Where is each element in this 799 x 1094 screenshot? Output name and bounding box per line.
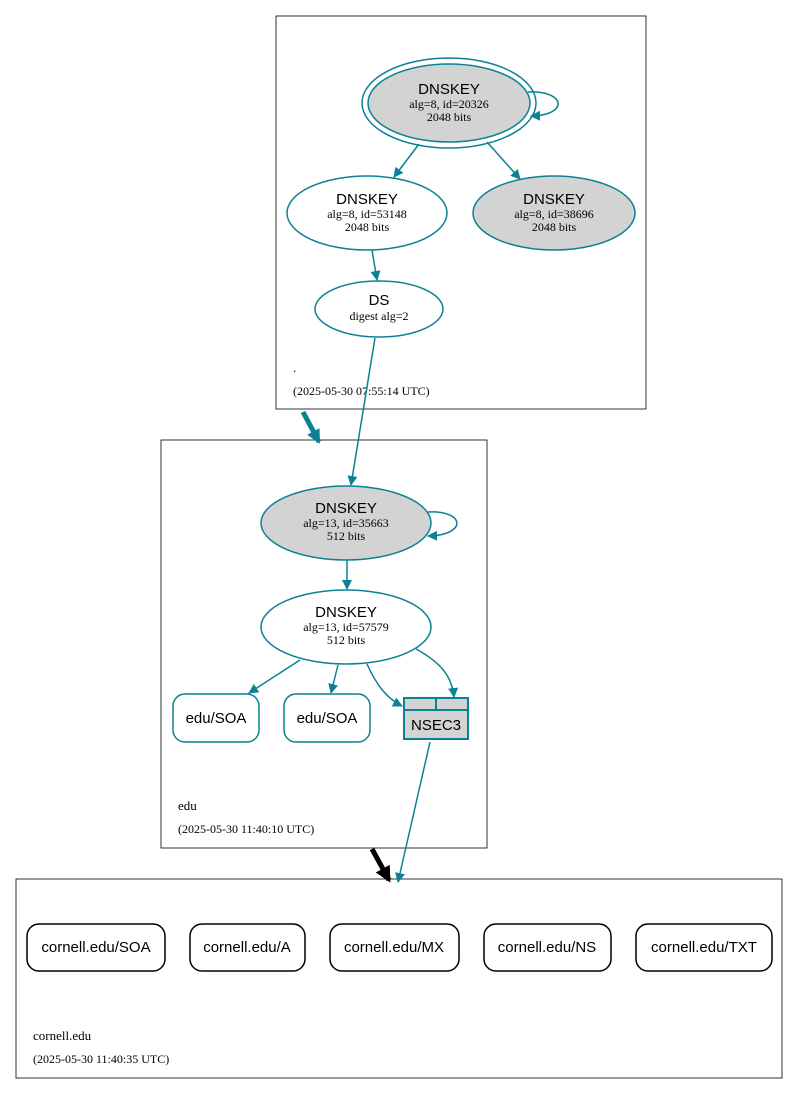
edge-root-ksk-zsk1 <box>393 143 420 178</box>
node-cornell-mx: cornell.edu/MX <box>329 923 460 972</box>
edge-edu-zsk-soa2 <box>328 664 339 694</box>
node-edu-nsec3-label: NSEC3 <box>411 717 461 734</box>
zone-edu: edu (2025-05-30 11:40:10 UTC) <box>160 439 488 849</box>
edge-ds-edu-ksk <box>347 337 376 486</box>
node-root-ds-title: DS <box>369 292 390 309</box>
node-edu-zsk: DNSKEY alg=13, id=57579 512 bits <box>260 589 432 665</box>
delegation-arrow-edu-cornell <box>369 847 392 883</box>
node-edu-ksk-line1: alg=13, id=35663 <box>303 516 389 530</box>
node-cornell-soa: cornell.edu/SOA <box>26 923 166 972</box>
node-root-ds: DS digest alg=2 <box>314 280 444 338</box>
zone-root-name: . <box>293 360 296 375</box>
node-cornell-a-label: cornell.edu/A <box>203 939 291 956</box>
node-root-ksk-line2: 2048 bits <box>427 110 472 124</box>
node-root-ksk: DNSKEY alg=8, id=20326 2048 bits <box>361 57 537 149</box>
node-edu-soa-1: edu/SOA <box>172 693 260 743</box>
node-cornell-ns: cornell.edu/NS <box>483 923 612 972</box>
node-cornell-soa-label: cornell.edu/SOA <box>41 939 150 956</box>
node-edu-soa-2: edu/SOA <box>283 693 371 743</box>
delegation-arrow-root-edu <box>300 410 322 444</box>
node-edu-ksk-title: DNSKEY <box>315 500 377 517</box>
node-root-zsk2: DNSKEY alg=8, id=38696 2048 bits <box>472 175 636 251</box>
node-edu-ksk-line2: 512 bits <box>327 529 366 543</box>
edge-root-ksk-self <box>527 91 559 121</box>
zone-root-timestamp: (2025-05-30 07:55:14 UTC) <box>293 384 430 398</box>
node-edu-zsk-line2: 512 bits <box>327 633 366 647</box>
node-root-zsk2-title: DNSKEY <box>523 191 585 208</box>
zone-edu-timestamp: (2025-05-30 11:40:10 UTC) <box>178 822 314 836</box>
node-root-ds-line1: digest alg=2 <box>349 309 408 323</box>
node-root-zsk2-line2: 2048 bits <box>532 220 577 234</box>
edge-root-zsk1-ds <box>370 249 381 281</box>
node-root-zsk1-title: DNSKEY <box>336 191 398 208</box>
node-cornell-txt: cornell.edu/TXT <box>635 923 773 972</box>
zone-root: . (2025-05-30 07:55:14 UTC) <box>275 15 647 410</box>
zone-cornell-name: cornell.edu <box>33 1028 92 1043</box>
node-edu-zsk-title: DNSKEY <box>315 604 377 621</box>
edge-nsec3-cornell <box>395 741 431 883</box>
edge-root-ksk-zsk2 <box>486 141 521 180</box>
edge-edu-zsk-nsec3-b <box>415 648 459 698</box>
node-root-zsk1-line2: 2048 bits <box>345 220 390 234</box>
node-root-ksk-title: DNSKEY <box>418 81 480 98</box>
node-root-zsk2-line1: alg=8, id=38696 <box>514 207 594 221</box>
node-edu-soa-1-label: edu/SOA <box>186 710 247 727</box>
node-edu-ksk: DNSKEY alg=13, id=35663 512 bits <box>260 485 432 561</box>
node-root-zsk1-line1: alg=8, id=53148 <box>327 207 407 221</box>
zone-cornell-timestamp: (2025-05-30 11:40:35 UTC) <box>33 1052 169 1066</box>
edge-edu-ksk-self <box>427 511 458 541</box>
node-root-zsk1: DNSKEY alg=8, id=53148 2048 bits <box>286 175 448 251</box>
zone-cornell: cornell.edu (2025-05-30 11:40:35 UTC) <box>15 878 783 1079</box>
node-cornell-a: cornell.edu/A <box>189 923 306 972</box>
edge-edu-zsk-nsec3-a <box>366 663 403 707</box>
node-cornell-txt-label: cornell.edu/TXT <box>651 939 757 956</box>
node-edu-soa-2-label: edu/SOA <box>297 710 358 727</box>
node-root-ksk-line1: alg=8, id=20326 <box>409 97 489 111</box>
node-edu-nsec3: NSEC3 <box>403 697 469 740</box>
node-cornell-ns-label: cornell.edu/NS <box>498 939 596 956</box>
node-cornell-mx-label: cornell.edu/MX <box>344 939 444 956</box>
edge-edu-zsk-soa1 <box>248 659 301 694</box>
edges <box>248 91 559 883</box>
node-edu-zsk-line1: alg=13, id=57579 <box>303 620 389 634</box>
zone-edu-name: edu <box>178 798 197 813</box>
